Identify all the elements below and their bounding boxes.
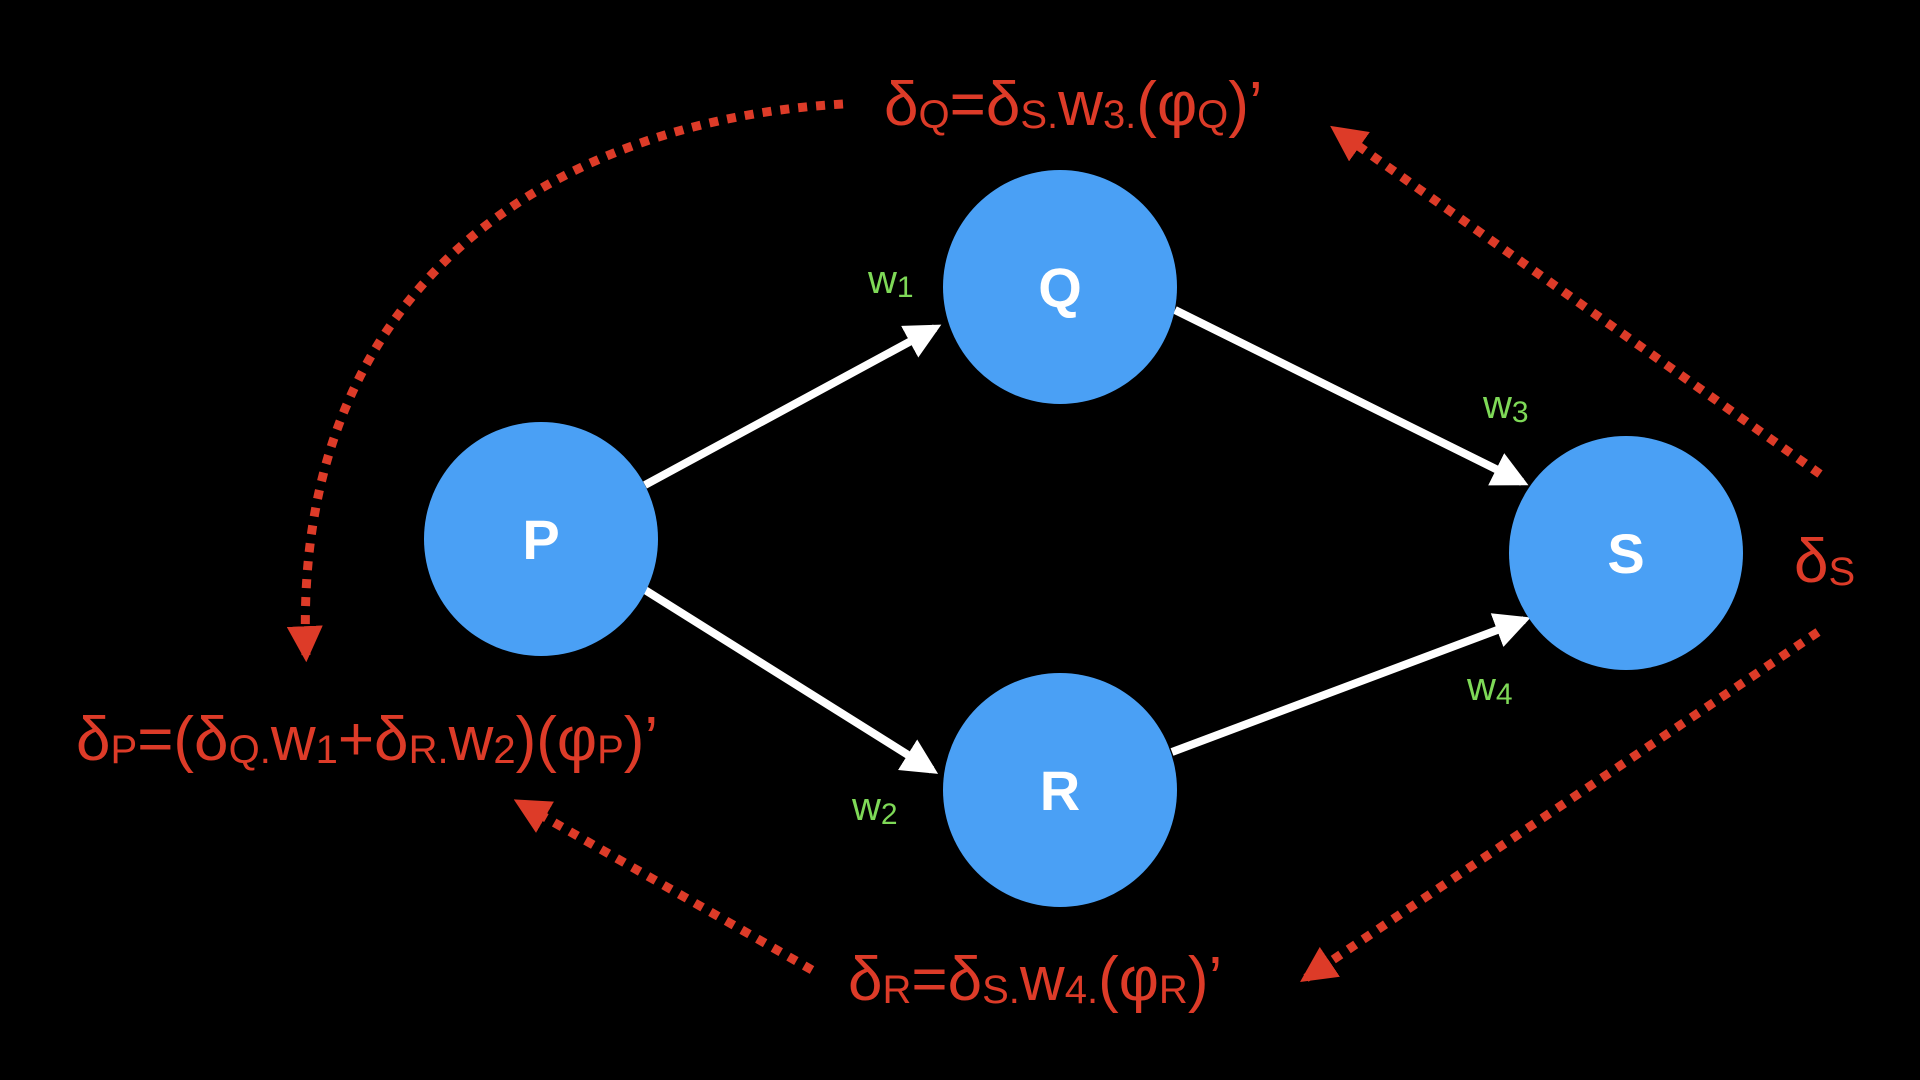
node-q: Q: [943, 170, 1177, 404]
delta-p-part: δ: [76, 705, 111, 774]
node-q-label: Q: [1038, 256, 1082, 319]
edge-r-s: [1170, 613, 1531, 756]
node-r-circle: [943, 673, 1177, 907]
weight-w3-base: w: [1482, 383, 1512, 427]
delta-p-part: 1: [316, 728, 338, 772]
delta-q-part: Q: [1197, 93, 1228, 137]
delta-p-part: P: [597, 728, 624, 772]
delta-q-part: (φ: [1136, 70, 1197, 139]
weight-w3-sub: 3: [1512, 396, 1529, 429]
delta-r-part: =δ: [911, 945, 982, 1014]
weight-w2-sub: 2: [881, 798, 898, 831]
node-r: R: [943, 673, 1177, 907]
delta-s-sub: S: [1829, 550, 1856, 594]
delta-r-formula: δR=δS.w4.(φR)’: [848, 945, 1222, 1014]
delta-p-part: Q.: [229, 728, 271, 772]
delta-p-part: P: [111, 728, 138, 772]
delta-p-part: w: [270, 705, 316, 774]
weight-w1-sub: 1: [897, 271, 914, 304]
delta-q-part: δ: [884, 70, 919, 139]
backprop-arrow-s-to-r: [1300, 628, 1821, 983]
delta-s-label: δS: [1794, 527, 1855, 596]
delta-p-part: +δ: [338, 705, 409, 774]
node-p-label: P: [522, 508, 559, 571]
backprop-arrow-r-to-p: [513, 799, 815, 974]
delta-r-part: R: [883, 968, 912, 1012]
node-p: P: [424, 422, 658, 656]
delta-p-part: )’: [624, 705, 658, 774]
delta-r-part: )’: [1188, 945, 1222, 1014]
delta-q-part: Q: [919, 93, 950, 137]
weight-w2: w2: [851, 785, 898, 831]
node-q-circle: [943, 170, 1177, 404]
delta-s-base: δ: [1794, 527, 1829, 596]
delta-p-formula: δP=(δQ.w1+δR.w2)(φP)’: [76, 705, 658, 774]
delta-p-part: 2: [493, 728, 515, 772]
delta-q-part: w: [1057, 70, 1103, 139]
node-r-label: R: [1040, 759, 1080, 822]
edge-p-q: [643, 324, 942, 489]
delta-p-part: R.: [409, 728, 449, 772]
delta-r-part: w: [1019, 945, 1065, 1014]
delta-q-part: 3.: [1103, 93, 1136, 137]
weight-w4-sub: 4: [1496, 678, 1513, 711]
delta-r-part: (φ: [1098, 945, 1159, 1014]
node-s-label: S: [1607, 522, 1644, 585]
delta-q-formula: δQ=δS.w3.(φQ)’: [884, 70, 1263, 139]
weight-w4-base: w: [1466, 665, 1496, 709]
delta-p-part: w: [448, 705, 494, 774]
delta-q-part: S.: [1020, 93, 1058, 137]
delta-q-part: =δ: [950, 70, 1021, 139]
edge-q-s: [1173, 306, 1529, 486]
delta-r-part: 4.: [1065, 968, 1098, 1012]
delta-r-part: δ: [848, 945, 883, 1014]
node-s-circle: [1509, 436, 1743, 670]
weight-w2-base: w: [851, 785, 881, 829]
delta-r-part: S.: [982, 968, 1020, 1012]
edge-p-r: [642, 586, 939, 774]
weight-w1: w1: [867, 258, 914, 304]
weight-w4: w4: [1466, 665, 1513, 711]
weight-w1-base: w: [867, 258, 897, 302]
node-s: S: [1509, 436, 1743, 670]
delta-p-part: =(δ: [137, 705, 228, 774]
delta-r-part: R: [1159, 968, 1188, 1012]
delta-p-part: )(φ: [516, 705, 598, 774]
delta-q-part: )’: [1228, 70, 1262, 139]
weight-w3: w3: [1482, 383, 1529, 429]
node-p-circle: [424, 422, 658, 656]
backprop-arrow-s-to-q: [1330, 125, 1823, 478]
